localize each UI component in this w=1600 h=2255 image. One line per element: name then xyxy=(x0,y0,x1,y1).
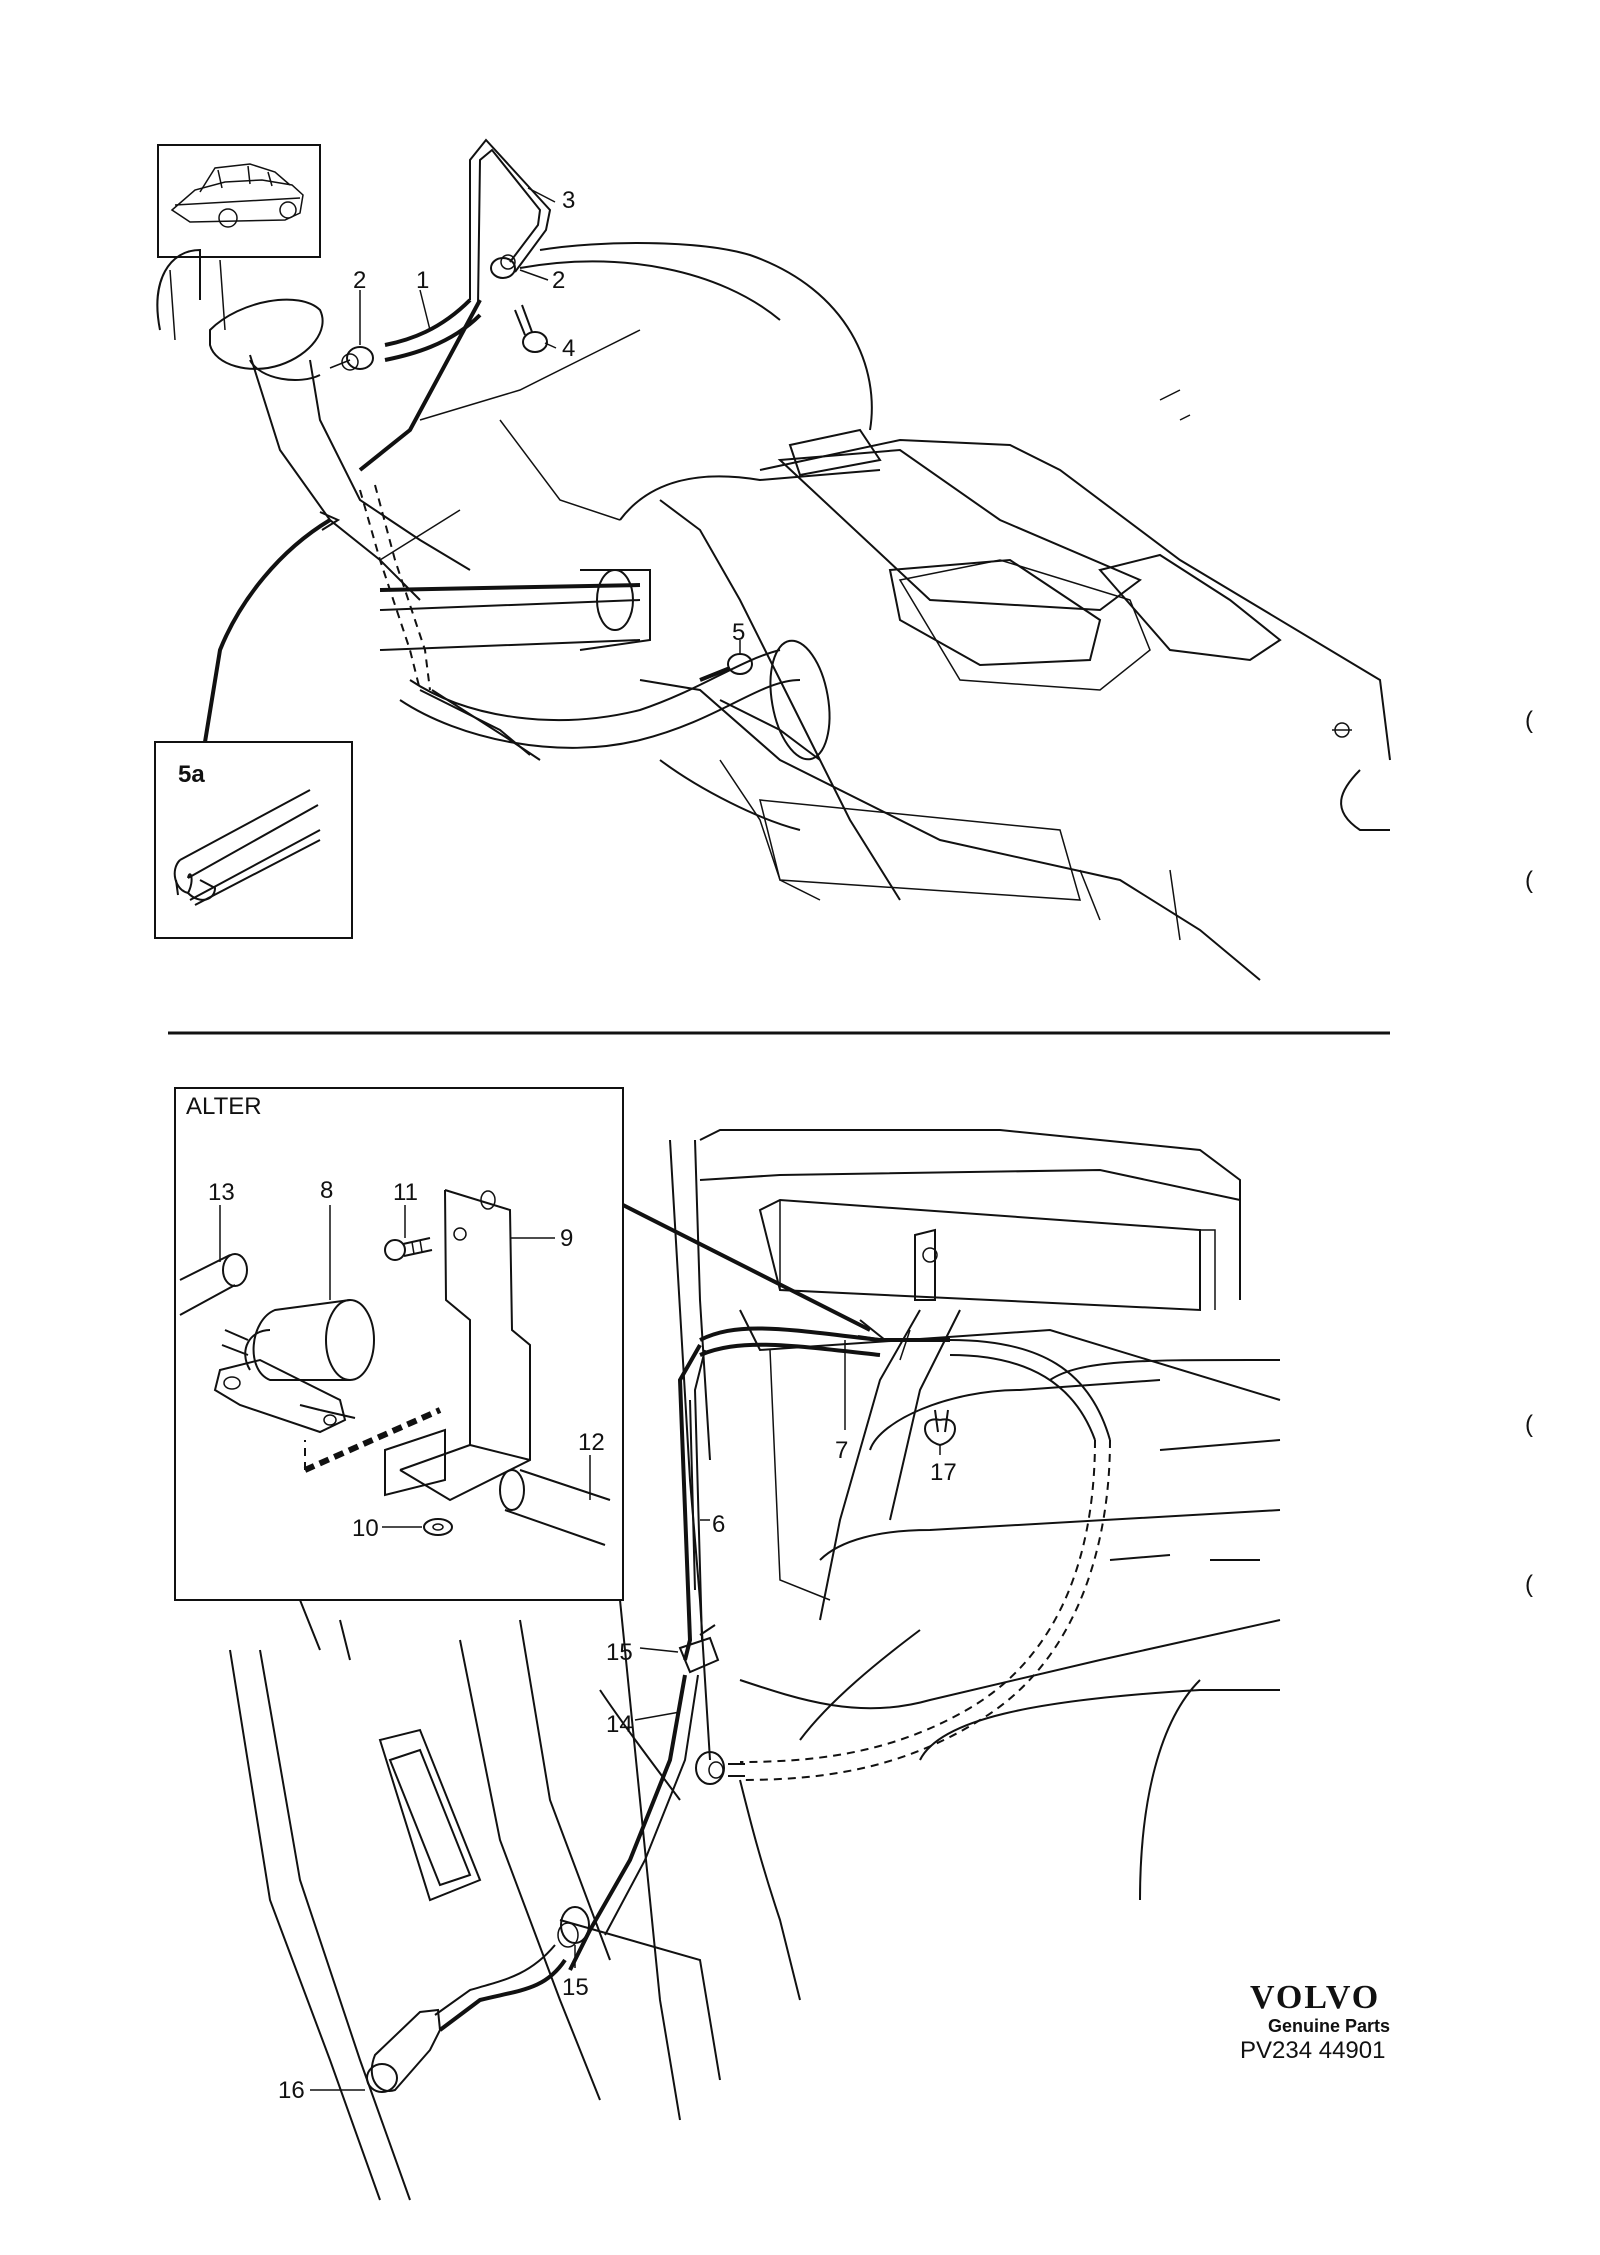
callout-2: 2 xyxy=(552,267,565,294)
inset-label-alter: ALTER xyxy=(186,1093,262,1120)
callout-17: 17 xyxy=(930,1459,957,1486)
filter-cap-icon xyxy=(366,2008,442,2093)
brand-block: VOLVO Genuine Parts PV234 44901 xyxy=(1240,1979,1390,2064)
car-thumbnail-inset xyxy=(157,144,321,258)
car-thumbnail-icon xyxy=(170,163,304,228)
callout-15: 15 xyxy=(562,1974,589,2001)
callout-12: 12 xyxy=(578,1429,605,1456)
callout-15: 15 xyxy=(606,1639,633,1666)
callout-8: 8 xyxy=(320,1177,333,1204)
clip-icon xyxy=(924,1409,956,1447)
callout-6: 6 xyxy=(712,1511,725,1538)
clamp-icon xyxy=(678,1624,720,1674)
lower-view: ALTER xyxy=(174,1087,1533,2201)
callout-3: 3 xyxy=(562,187,575,214)
callout-10: 10 xyxy=(352,1515,379,1542)
nut-icon xyxy=(423,1518,453,1536)
svg-text:(: ( xyxy=(1525,867,1533,894)
inset-label-5a: 5a xyxy=(178,761,205,788)
callout-16: 16 xyxy=(278,2077,305,2104)
svg-text:(: ( xyxy=(1525,1571,1533,1598)
screw-icon xyxy=(384,1237,433,1261)
callout-11: 11 xyxy=(393,1179,418,1206)
svg-text:(: ( xyxy=(1525,1411,1533,1438)
callout-1: 1 xyxy=(416,267,429,294)
callout-2: 2 xyxy=(353,267,366,294)
callout-4: 4 xyxy=(562,335,575,362)
alter-inset: ALTER xyxy=(174,1087,624,1601)
fuel-filter-icon xyxy=(244,1299,375,1381)
grommet-icon xyxy=(695,1751,745,1785)
detail-inset-5a: 5a xyxy=(154,741,353,939)
upper-view: 5a 1 2 2 3 4 5 ( ( xyxy=(154,138,1533,981)
clip-icon xyxy=(699,653,753,682)
callout-14: 14 xyxy=(606,1711,633,1738)
svg-text:(: ( xyxy=(1525,707,1533,734)
clamp-icon xyxy=(490,254,516,279)
callout-5: 5 xyxy=(732,619,745,646)
callout-9: 9 xyxy=(560,1225,573,1252)
brand-logo: VOLVO xyxy=(1250,1979,1380,2016)
clamp-icon xyxy=(329,346,374,371)
clamp-icon xyxy=(557,1906,590,1948)
brand-tagline: Genuine Parts xyxy=(1268,2016,1390,2036)
bolt-icon xyxy=(514,304,548,353)
callout-7: 7 xyxy=(835,1437,848,1464)
callout-13: 13 xyxy=(208,1179,235,1206)
drawing-code: PV234 44901 xyxy=(1240,2037,1385,2064)
